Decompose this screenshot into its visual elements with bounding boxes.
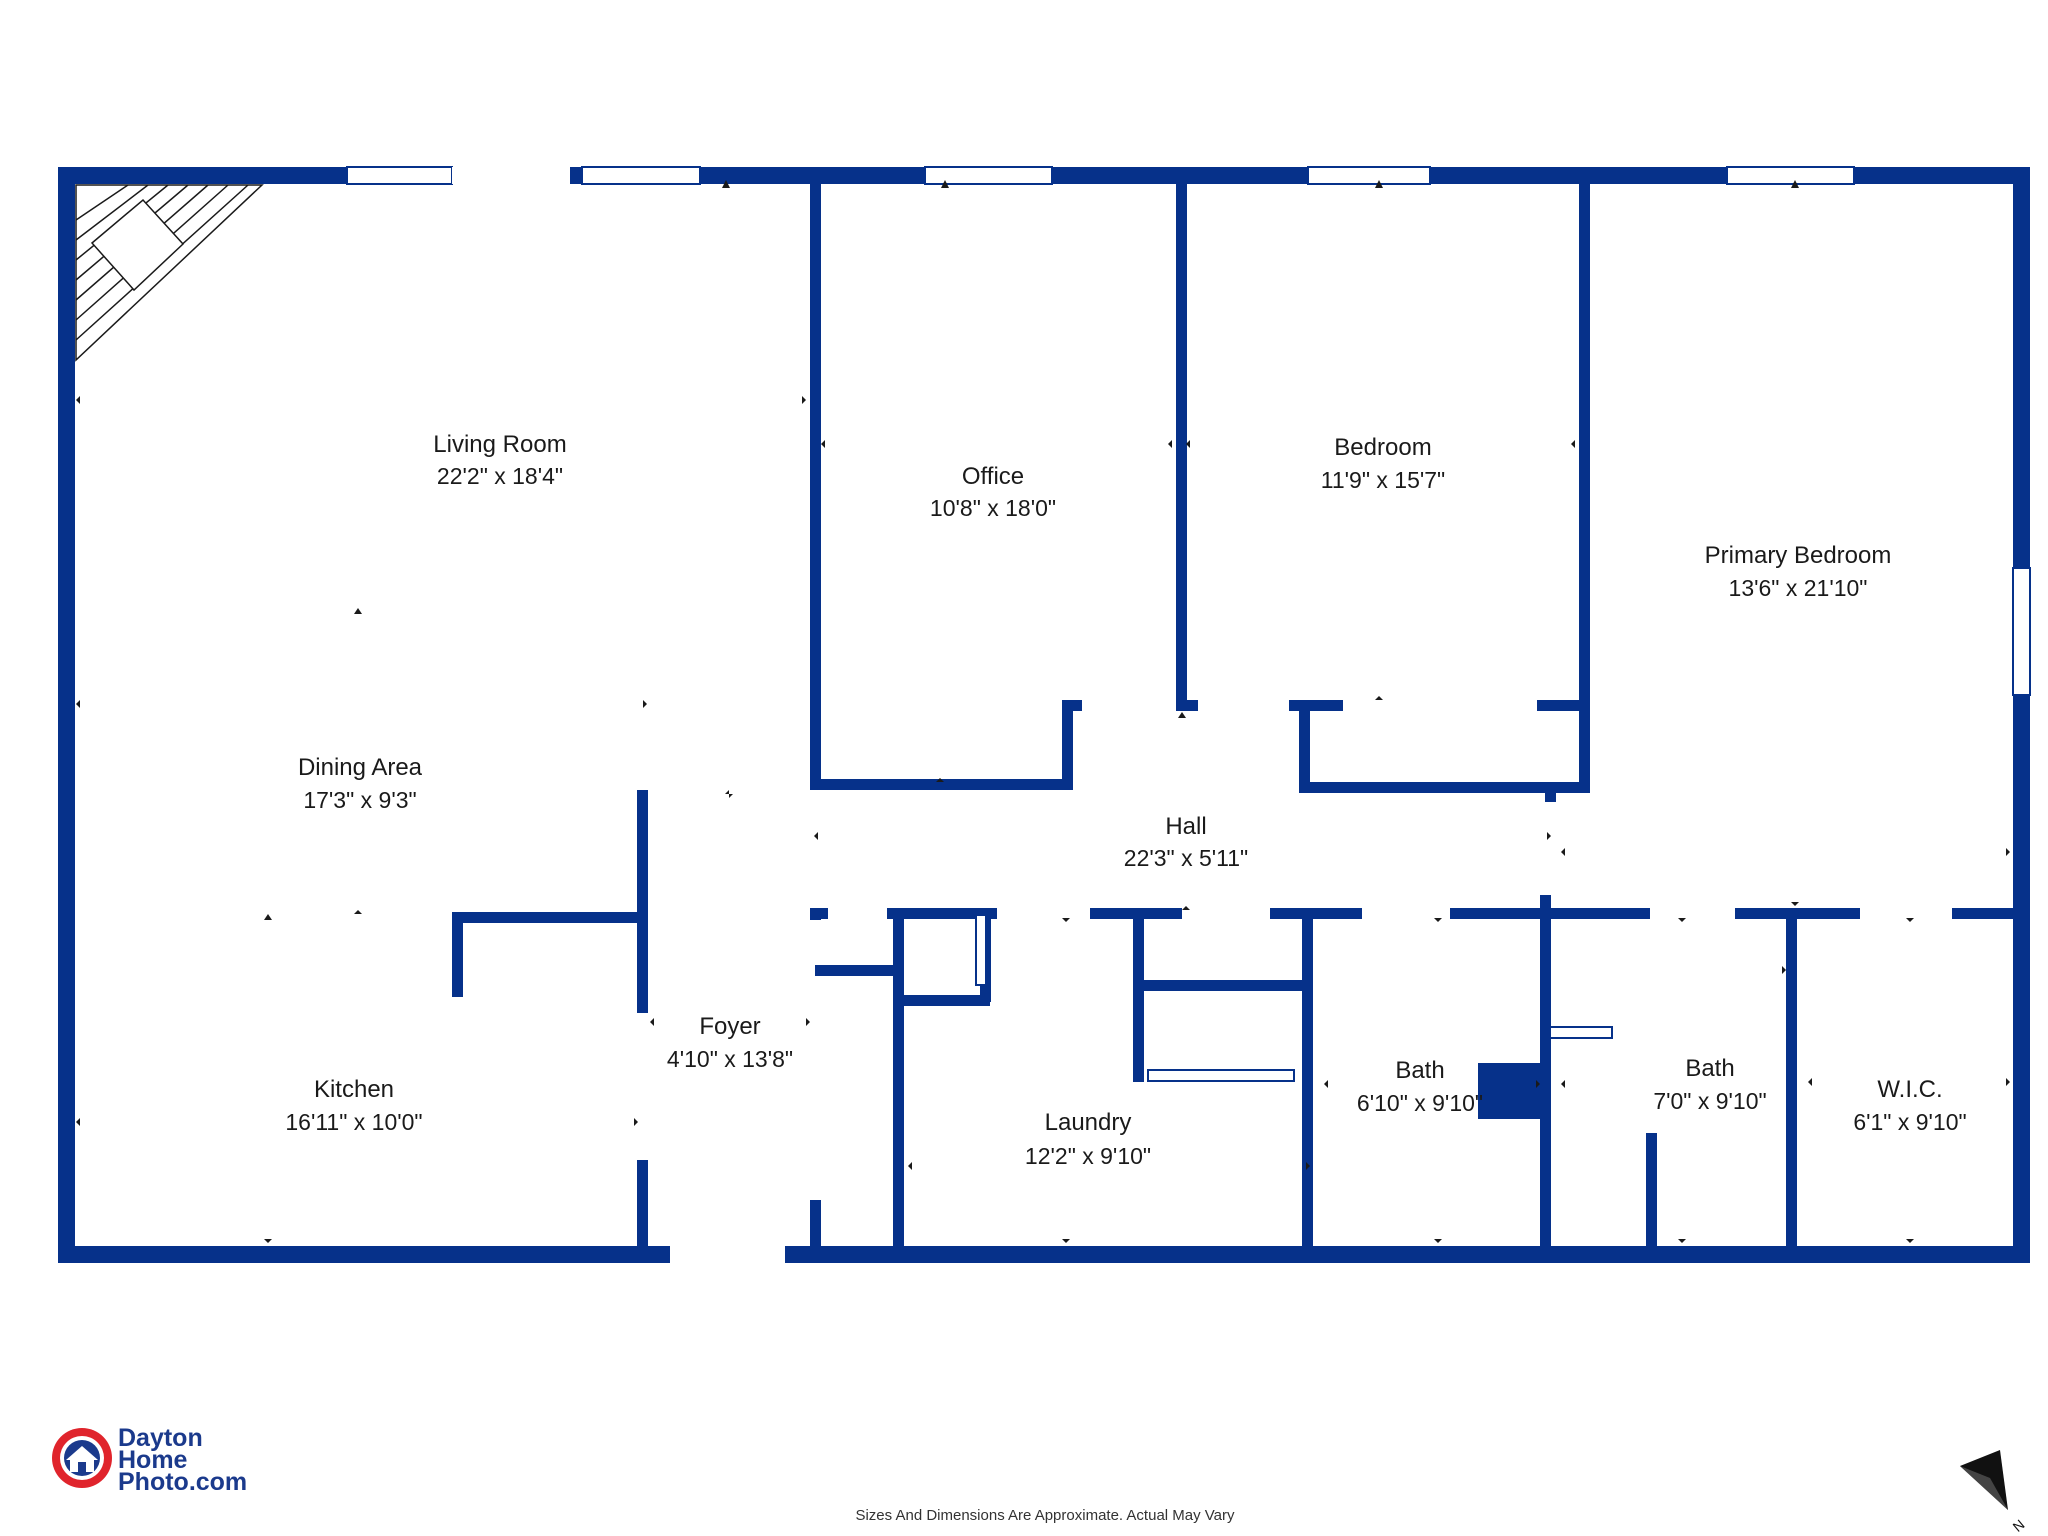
windows <box>346 166 2031 1082</box>
room-label-bath-2: Bath 7'0" x 9'10" <box>1653 1055 1766 1114</box>
room-label-laundry: Laundry 12'2" x 9'10" <box>1025 1109 1151 1169</box>
room-label-dining-area: Dining Area 17'3" x 9'3" <box>298 754 423 813</box>
room-dimensions: 6'10" x 9'10" <box>1357 1090 1483 1116</box>
room-dimensions: 13'6" x 21'10" <box>1729 575 1868 601</box>
room-dimensions: 11'9" x 15'7" <box>1321 467 1445 493</box>
room-name: Bath <box>1395 1057 1444 1084</box>
room-name: Laundry <box>1045 1109 1132 1136</box>
room-name: Office <box>962 463 1024 490</box>
room-label-office: Office 10'8" x 18'0" <box>930 463 1056 521</box>
room-dimensions: 6'1" x 9'10" <box>1853 1109 1966 1135</box>
room-dimensions: 7'0" x 9'10" <box>1653 1088 1766 1114</box>
room-dimensions: 4'10" x 13'8" <box>667 1046 793 1072</box>
dimension-ticks <box>76 180 2010 1243</box>
room-name: Living Room <box>433 431 566 458</box>
room-name: Dining Area <box>298 754 423 781</box>
logo-line-2: Home <box>118 1446 188 1474</box>
room-label-kitchen: Kitchen 16'11" x 10'0" <box>285 1076 422 1135</box>
room-dimensions: 17'3" x 9'3" <box>303 787 416 813</box>
room-name: Kitchen <box>314 1076 394 1103</box>
room-dimensions: 12'2" x 9'10" <box>1025 1143 1151 1169</box>
north-arrow-icon: N <box>1960 1450 2028 1535</box>
fireplace-icon <box>75 184 264 362</box>
room-dimensions: 16'11" x 10'0" <box>285 1109 422 1135</box>
camera-house-icon <box>52 1428 112 1488</box>
logo-line-1: Dayton <box>118 1424 203 1452</box>
room-dimensions: 10'8" x 18'0" <box>930 495 1056 521</box>
room-name: Foyer <box>699 1013 760 1040</box>
room-dimensions: 22'2" x 18'4" <box>437 463 563 489</box>
room-dimensions: 22'3" x 5'11" <box>1124 845 1248 871</box>
room-label-bath-1: Bath 6'10" x 9'10" <box>1357 1057 1483 1116</box>
room-name: Primary Bedroom <box>1705 542 1892 569</box>
room-label-bedroom: Bedroom 11'9" x 15'7" <box>1321 434 1445 493</box>
room-label-living-room: Living Room 22'2" x 18'4" <box>433 431 566 489</box>
room-name: W.I.C. <box>1877 1076 1942 1103</box>
room-name: Bath <box>1685 1055 1734 1082</box>
compass-label: N <box>2010 1516 2028 1535</box>
logo-line-3: Photo.com <box>118 1468 247 1496</box>
room-label-wic: W.I.C. 6'1" x 9'10" <box>1853 1076 1966 1135</box>
room-label-primary-bedroom: Primary Bedroom 13'6" x 21'10" <box>1705 542 1892 601</box>
openings <box>452 167 785 1263</box>
room-name: Hall <box>1165 813 1206 840</box>
interior-walls <box>452 167 2030 1263</box>
disclaimer-text: Sizes And Dimensions Are Approximate. Ac… <box>855 1507 1235 1524</box>
room-name: Bedroom <box>1334 434 1431 461</box>
company-logo: Dayton Home Photo.com <box>52 1424 247 1496</box>
room-label-hall: Hall 22'3" x 5'11" <box>1124 813 1248 871</box>
room-label-foyer: Foyer 4'10" x 13'8" <box>667 1013 793 1072</box>
